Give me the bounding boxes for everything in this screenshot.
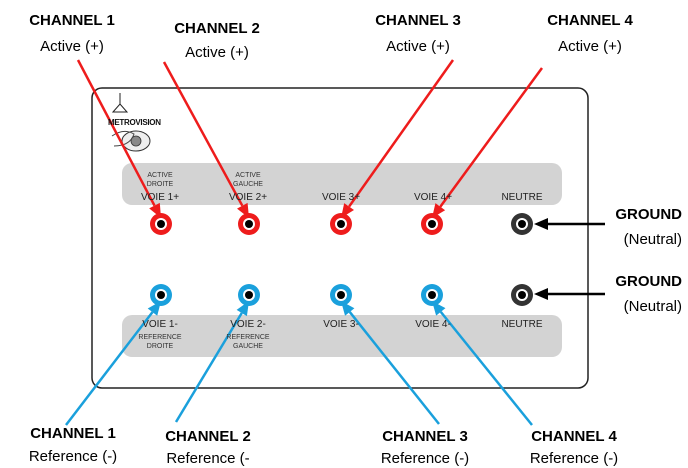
top-channel-label-1: VOIE 1+ xyxy=(140,192,180,203)
top-small-label-2: ACTIVE GAUCHE xyxy=(233,171,263,189)
top-label-band xyxy=(122,163,562,205)
bottom-small-label-2: REFERENCE GAUCHE xyxy=(226,333,269,351)
callout-bottom-4-title: CHANNEL 4 xyxy=(531,428,617,445)
callout-top-1-title: CHANNEL 1 xyxy=(29,12,115,29)
top-channel-label-4: VOIE 4+ xyxy=(413,192,453,203)
bottom-small-label-2-line2: GAUCHE xyxy=(233,343,263,350)
top-small-label-1-line2: DROITE xyxy=(146,181,174,188)
bottom-small-label-1-line2: DROITE xyxy=(146,343,174,350)
bottom-small-label-2-line1: REFERENCE xyxy=(226,334,270,341)
active-jack-3 xyxy=(330,213,352,235)
callout-top-3-sub: Active (+) xyxy=(386,38,450,55)
callout-bottom-1-title: CHANNEL 1 xyxy=(30,425,116,442)
top-neutral-label: NEUTRE xyxy=(501,192,543,203)
reference-jack-1 xyxy=(150,284,172,306)
reference-jack-4 xyxy=(421,284,443,306)
active-jack-4 xyxy=(421,213,443,235)
callout-ground-1-sub: (Neutral) xyxy=(623,231,682,248)
metrovision-logo-icon xyxy=(111,93,151,152)
top-small-label-1-line1: ACTIVE xyxy=(147,172,173,179)
callout-bottom-2-sub: Reference (- xyxy=(166,450,250,467)
active-jack-2 xyxy=(238,213,260,235)
bottom-channel-label-1: VOIE 1- xyxy=(142,319,178,330)
active-jack-1 xyxy=(150,213,172,235)
top-small-label-2-line2: GAUCHE xyxy=(233,181,263,188)
top-channel-label-2: VOIE 2+ xyxy=(228,192,268,203)
callout-bottom-3-sub: Reference (-) xyxy=(380,450,470,467)
ground-arrow-2 xyxy=(534,288,605,300)
callout-top-2-sub: Active (+) xyxy=(185,44,249,60)
bottom-small-label-1: REFERENCE DROITE xyxy=(138,333,181,351)
reference-jack-2 xyxy=(238,284,260,306)
bottom-channel-label-3: VOIE 3- xyxy=(323,319,359,330)
callout-top-2-title: CHANNEL 2 xyxy=(174,20,260,37)
callout-ground-2-title: GROUND xyxy=(615,273,682,290)
logo-text: METROVISION xyxy=(108,118,161,127)
reference-jack-3 xyxy=(330,284,352,306)
ground-jack-top xyxy=(511,213,533,235)
callout-bottom-2-title: CHANNEL 2 xyxy=(165,428,251,445)
callout-ground-2-sub: (Neutral) xyxy=(623,298,682,315)
top-small-label-1: ACTIVE DROITE xyxy=(147,171,173,189)
top-channel-label-3: VOIE 3+ xyxy=(321,192,361,203)
callout-bottom-1-sub: Reference (-) xyxy=(28,448,118,465)
callout-top-1-sub: Active (+) xyxy=(40,38,104,55)
ground-arrow-1 xyxy=(534,218,605,230)
bottom-channel-label-2: VOIE 2- xyxy=(230,319,266,330)
callout-bottom-3-title: CHANNEL 3 xyxy=(382,428,468,445)
bottom-neutral-label: NEUTRE xyxy=(501,319,543,330)
top-small-label-2-line1: ACTIVE xyxy=(235,172,261,179)
callout-top-4-sub: Active (+) xyxy=(558,38,622,55)
callout-bottom-4-sub: Reference (-) xyxy=(529,450,619,467)
callout-top-3-title: CHANNEL 3 xyxy=(375,12,461,29)
bottom-small-label-1-line1: REFERENCE xyxy=(138,334,182,341)
bottom-channel-label-4: VOIE 4- xyxy=(415,319,451,330)
callout-ground-1-title: GROUND xyxy=(615,206,682,223)
ground-jack-bottom xyxy=(511,284,533,306)
callout-top-4-title: CHANNEL 4 xyxy=(547,12,633,29)
